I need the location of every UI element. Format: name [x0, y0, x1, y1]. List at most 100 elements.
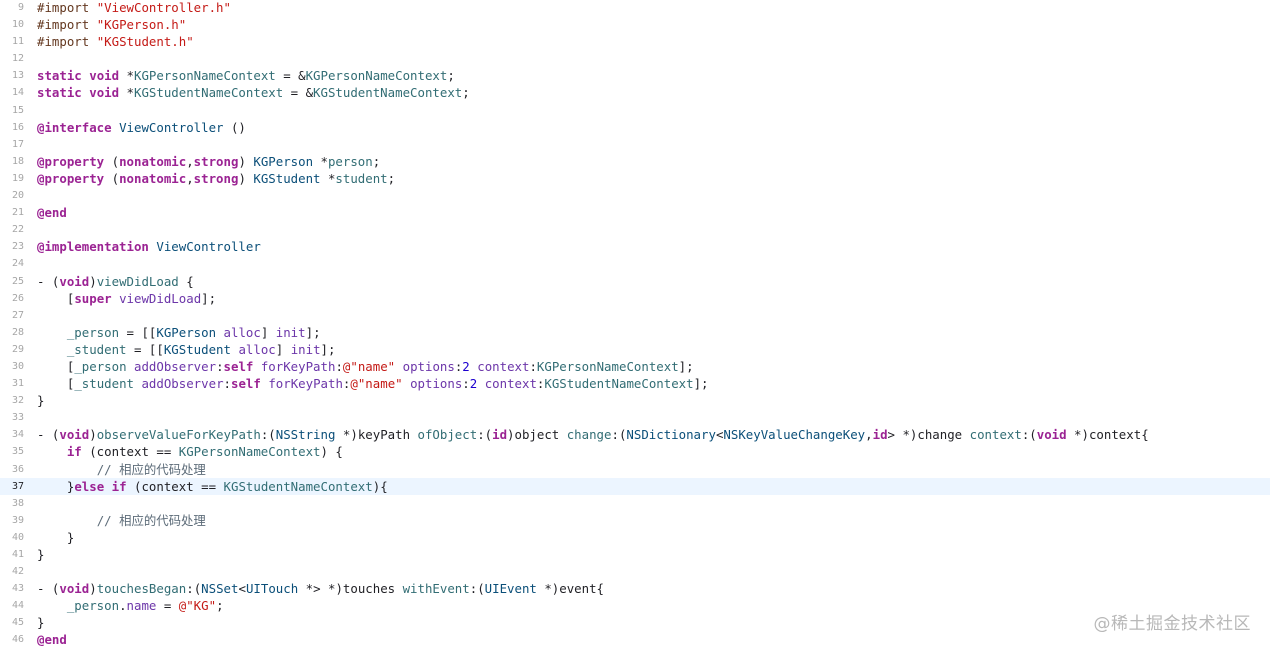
- code-text[interactable]: // 相应的代码处理: [37, 461, 1270, 478]
- code-text[interactable]: _person = [[KGPerson alloc] init];: [37, 324, 1270, 341]
- code-line[interactable]: 28 _person = [[KGPerson alloc] init];: [0, 324, 1270, 341]
- code-text[interactable]: [37, 221, 1270, 238]
- code-text[interactable]: @property (nonatomic,strong) KGPerson *p…: [37, 153, 1270, 170]
- code-text[interactable]: [_person addObserver:self forKeyPath:@"n…: [37, 358, 1270, 375]
- code-token: person: [327, 153, 373, 169]
- code-line[interactable]: 27: [0, 307, 1270, 324]
- code-token: change: [566, 427, 612, 443]
- code-text[interactable]: }: [37, 614, 1270, 631]
- code-line[interactable]: 19@property (nonatomic,strong) KGStudent…: [0, 170, 1270, 187]
- code-line[interactable]: 43- (void)touchesBegan:(NSSet<UITouch *>…: [0, 580, 1270, 597]
- code-token: NSString: [275, 427, 336, 443]
- code-token: [216, 325, 223, 340]
- code-text[interactable]: [37, 187, 1270, 204]
- code-line[interactable]: 32}: [0, 392, 1270, 409]
- code-line[interactable]: 31 [_student addObserver:self forKeyPath…: [0, 375, 1270, 392]
- code-token: :: [223, 376, 231, 392]
- code-line[interactable]: 46@end: [0, 631, 1270, 648]
- code-line[interactable]: 16@interface ViewController (): [0, 119, 1270, 136]
- line-number: 18: [11, 155, 24, 167]
- code-line[interactable]: 36 // 相应的代码处理: [0, 461, 1270, 478]
- code-line[interactable]: 18 @property (nonatomic,strong) KGPerson …: [0, 153, 1270, 170]
- code-text[interactable]: [37, 563, 1270, 580]
- code-line[interactable]: 45}: [0, 614, 1270, 631]
- code-line[interactable]: 26 [super viewDidLoad];: [0, 290, 1270, 307]
- code-token: KGPerson: [156, 324, 217, 340]
- code-line[interactable]: 24: [0, 255, 1270, 272]
- code-line[interactable]: 21@end: [0, 204, 1270, 221]
- code-text[interactable]: _person.name = @"KG";: [37, 597, 1270, 614]
- code-line[interactable]: 15: [0, 102, 1270, 119]
- code-line[interactable]: 22: [0, 221, 1270, 238]
- code-token: [37, 598, 67, 613]
- code-line[interactable]: 14 static void *KGStudentNameContext = &K…: [0, 84, 1270, 101]
- code-line[interactable]: 44 _person.name = @"KG";: [0, 597, 1270, 614]
- code-line[interactable]: 29 _student = [[KGStudent alloc] init];: [0, 341, 1270, 358]
- code-line[interactable]: 11#import "KGStudent.h": [0, 33, 1270, 50]
- code-text[interactable]: static void *KGPersonNameContext = &KGPe…: [37, 67, 1270, 84]
- code-line[interactable]: 39 // 相应的代码处理: [0, 512, 1270, 529]
- code-text[interactable]: [37, 409, 1270, 426]
- code-line[interactable]: 38: [0, 495, 1270, 512]
- code-token: [37, 342, 67, 357]
- code-line-current[interactable]: 37 }else if (context == KGStudentNameCon…: [0, 477, 1270, 495]
- code-text[interactable]: - (void)viewDidLoad {: [37, 273, 1270, 290]
- line-number: 44: [11, 600, 24, 612]
- code-text[interactable]: }: [37, 529, 1270, 546]
- code-line[interactable]: 12: [0, 50, 1270, 67]
- code-text[interactable]: static void *KGStudentNameContext = &KGS…: [37, 84, 1270, 101]
- code-text[interactable]: }: [37, 546, 1270, 563]
- code-line[interactable]: 23@implementation ViewController: [0, 238, 1270, 255]
- code-text[interactable]: [37, 102, 1270, 119]
- code-text[interactable]: // 相应的代码处理: [37, 512, 1270, 529]
- code-token: self: [223, 358, 254, 374]
- code-line[interactable]: 42: [0, 563, 1270, 580]
- code-line[interactable]: 41}: [0, 546, 1270, 563]
- code-token: KGStudent: [253, 170, 321, 186]
- code-text[interactable]: #import "KGPerson.h": [37, 16, 1270, 33]
- code-text[interactable]: [37, 495, 1270, 512]
- code-text[interactable]: [_student addObserver:self forKeyPath:@"…: [37, 375, 1270, 392]
- code-line[interactable]: 9#import "ViewController.h": [0, 0, 1270, 16]
- code-text[interactable]: - (void)touchesBegan:(NSSet<UITouch *> *…: [37, 580, 1270, 597]
- code-text[interactable]: if (context == KGPersonNameContext) {: [37, 443, 1270, 460]
- code-token: super: [74, 290, 112, 306]
- code-line[interactable]: 25- (void)viewDidLoad {: [0, 273, 1270, 290]
- code-text[interactable]: #import "ViewController.h": [37, 0, 1270, 16]
- code-token: // 相应的代码处理: [96, 512, 206, 528]
- code-line[interactable]: 34- (void)observeValueForKeyPath:(NSStri…: [0, 426, 1270, 443]
- code-text[interactable]: [37, 50, 1270, 67]
- code-line[interactable]: 33: [0, 409, 1270, 426]
- code-text[interactable]: [37, 255, 1270, 272]
- code-text[interactable]: }else if (context == KGStudentNameContex…: [37, 478, 1270, 495]
- code-text[interactable]: [37, 307, 1270, 324]
- code-text[interactable]: #import "KGStudent.h": [37, 33, 1270, 50]
- code-token: :: [529, 358, 537, 374]
- line-number: 31: [11, 378, 24, 390]
- code-token: ): [89, 273, 97, 289]
- code-text[interactable]: - (void)observeValueForKeyPath:(NSString…: [37, 426, 1270, 443]
- code-line[interactable]: 20: [0, 187, 1270, 204]
- code-token: :(: [260, 427, 276, 443]
- code-text[interactable]: @property (nonatomic,strong) KGStudent *…: [37, 170, 1270, 187]
- code-line[interactable]: 10#import "KGPerson.h": [0, 16, 1270, 33]
- code-line[interactable]: 30 [_person addObserver:self forKeyPath:…: [0, 358, 1270, 375]
- code-text[interactable]: [super viewDidLoad];: [37, 290, 1270, 307]
- line-number: 14: [11, 87, 24, 99]
- code-line[interactable]: 35 if (context == KGPersonNameContext) {: [0, 443, 1270, 460]
- code-text[interactable]: _student = [[KGStudent alloc] init];: [37, 341, 1270, 358]
- code-token: ): [238, 170, 254, 186]
- code-line[interactable]: 40 }: [0, 529, 1270, 546]
- code-text[interactable]: [37, 136, 1270, 153]
- code-text[interactable]: @end: [37, 631, 1270, 648]
- line-number: 45: [11, 617, 24, 629]
- code-text[interactable]: @end: [37, 204, 1270, 221]
- code-text[interactable]: @implementation ViewController: [37, 238, 1270, 255]
- code-text[interactable]: @interface ViewController (): [37, 119, 1270, 136]
- code-token: [: [37, 358, 75, 374]
- code-line[interactable]: 17: [0, 136, 1270, 153]
- code-token: KGPersonNameContext: [305, 68, 448, 84]
- code-text[interactable]: }: [37, 392, 1270, 409]
